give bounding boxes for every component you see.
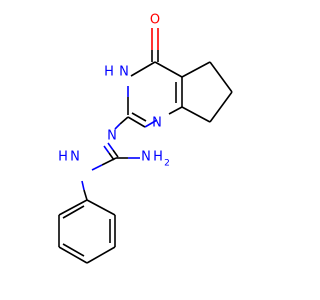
bond-c4a-c5 [181,61,211,78]
bond-c6-c7 [209,91,233,123]
bond-c4-c4a [154,61,183,78]
ring-nh-n-label: N [119,65,129,80]
bond-ph-3 [86,246,116,264]
imine-n-label: N [107,129,117,144]
amine-nh-n-label: N [70,150,80,165]
amine-nh-h-label: H [58,150,68,165]
bond-c4-n3 [130,61,156,77]
bond-imine-c-1b [112,149,119,158]
bond-n1-ring [144,119,158,128]
nh2-subscript-label: 2 [164,159,170,169]
bond-ph-inner-2 [62,243,85,257]
oxygen-label: O [150,13,160,28]
bond-c7-c7a [181,106,211,123]
bond-ph-inner-3 [62,205,85,219]
bond-ph-1 [86,199,116,216]
bond-c5-c6 [209,61,233,93]
nh2-h-label: H [153,150,163,165]
bond-c2-imine-b [114,123,121,130]
bond-imine-c-1 [107,142,114,151]
molecule-canvas: O H N N N H N N H 2 [58,13,233,264]
bond-ph-6 [58,199,88,216]
ring-n-lower-label: N [152,116,162,131]
bond-n1-c2-inner [131,112,147,122]
nh2-n-label: N [141,150,151,165]
bond-c2-imine-a [119,116,129,125]
bond-nh-phenyl-b [83,189,88,201]
ring-nh-h-label: H [104,65,114,80]
bond-c7a-n1 [168,106,183,115]
bond-ph-4 [58,246,88,264]
molecule-structure: O H N N N H N N H 2 [58,13,233,264]
bond-imine-c-2 [103,145,110,154]
bond-n1-c2 [127,116,146,128]
bond-guan-nh-b [91,164,103,171]
bond-guan-nh-a [101,157,117,166]
bond-nh-phenyl-a [81,180,85,191]
